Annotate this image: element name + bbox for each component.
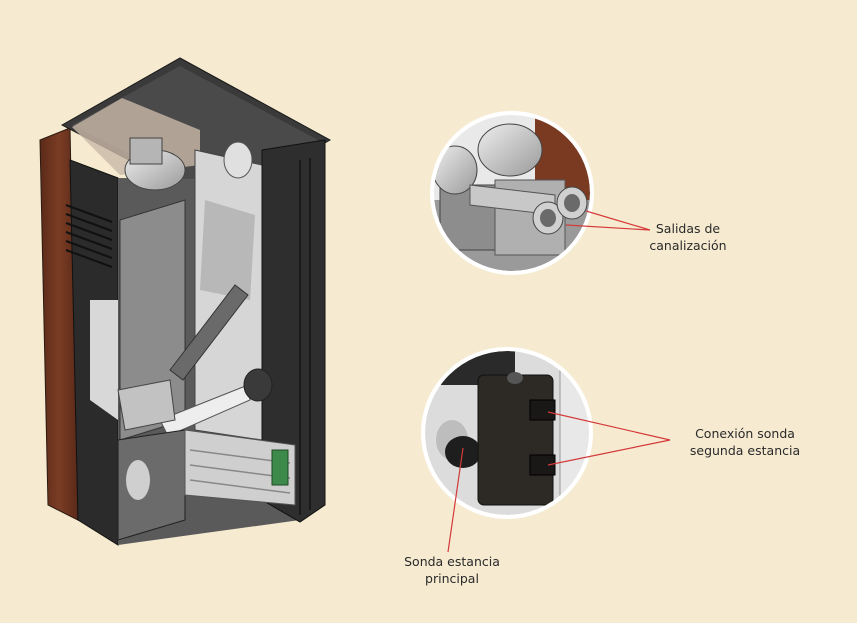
label-sonda-line2: principal — [425, 571, 479, 586]
auger-tubes — [117, 284, 273, 437]
label-sonda-line1: Sonda estancia — [404, 554, 500, 569]
leader-lines — [447, 210, 671, 553]
leader-salidas-2 — [565, 224, 651, 231]
label-conexion-line2: segunda estancia — [689, 443, 801, 458]
label-sonda-estancia: Sonda estancia principal — [392, 553, 512, 587]
leader-sonda — [447, 447, 464, 553]
label-salidas-line1: Salidas de — [655, 221, 721, 236]
label-salidas-canalizacion: Salidas de canalización — [633, 220, 743, 254]
ash-area — [117, 429, 296, 541]
leader-conexion-1 — [547, 411, 671, 441]
detail-probe-connection — [421, 347, 593, 519]
front-louvers — [65, 204, 113, 268]
fan-assembly — [124, 137, 253, 191]
label-salidas-line2: canalización — [649, 238, 727, 253]
leader-salidas-1 — [585, 210, 651, 231]
label-conexion-line1: Conexión sonda — [695, 426, 795, 441]
detail-outlets — [430, 111, 594, 275]
stove-cutaway — [39, 57, 332, 546]
label-conexion-sonda: Conexión sonda segunda estancia — [665, 425, 825, 459]
leader-conexion-2 — [547, 439, 671, 466]
